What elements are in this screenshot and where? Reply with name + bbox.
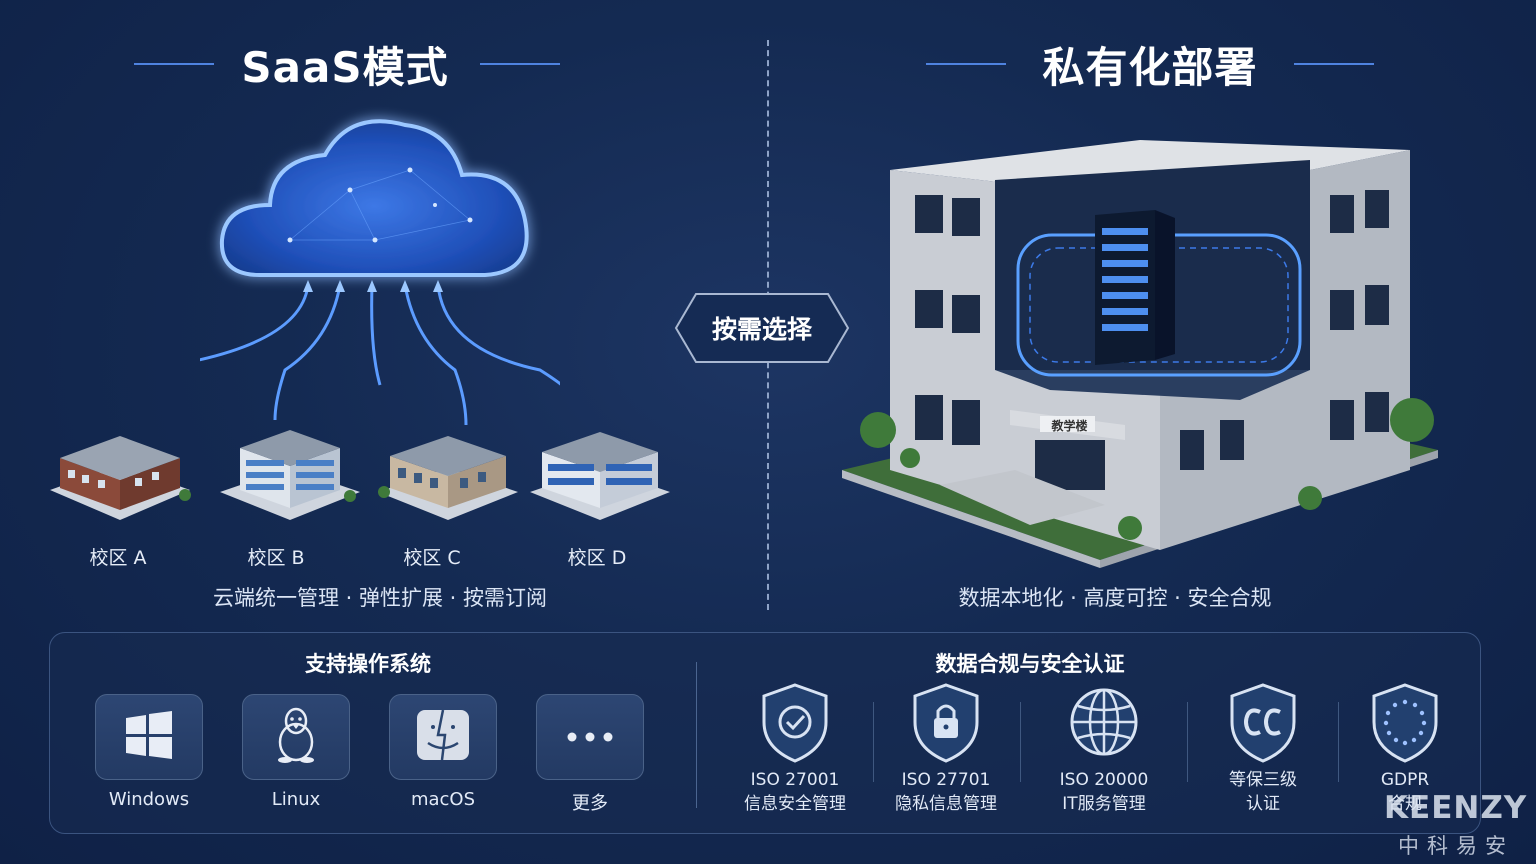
- cert-mlps-level3: 等保三级 认证: [1188, 682, 1338, 822]
- choice-label: 按需选择: [711, 315, 812, 344]
- private-building-illustration: [840, 140, 1440, 570]
- cert-iso27001-desc: 信息安全管理: [744, 794, 846, 814]
- choice-badge: 按需选择: [674, 292, 850, 364]
- right-title-line-right: [1294, 63, 1374, 65]
- campus-d-label: 校区 D: [567, 547, 627, 569]
- cert-gdpr-desc: 合规: [1388, 794, 1422, 814]
- cert-separator: [1338, 702, 1339, 782]
- cert-iso20000-code: ISO 20000: [1059, 770, 1149, 790]
- os-label-more: 更多: [572, 793, 608, 814]
- cert-panel-title: 数据合规与安全认证: [935, 652, 1125, 676]
- os-label-macos: macOS: [410, 789, 476, 810]
- bottom-panel-divider: [696, 662, 697, 808]
- campus-a-label: 校区 A: [89, 547, 147, 569]
- lock-shield-icon: [911, 682, 981, 764]
- shield-check-icon: [760, 682, 830, 764]
- cloud-illustration: [128, 100, 590, 440]
- campus-c-building: [368, 420, 528, 530]
- cert-iso27701: ISO 27701 隐私信息管理: [871, 682, 1021, 822]
- cert-iso27001: ISO 27001 信息安全管理: [720, 682, 870, 822]
- cert-gdpr: GDPR 合规: [1330, 682, 1480, 822]
- campus-d-building: [520, 420, 680, 530]
- cert-iso27001-code: ISO 27001: [750, 770, 840, 790]
- cert-iso27701-desc: 隐私信息管理: [895, 794, 997, 814]
- saas-title: SaaS模式: [241, 42, 449, 92]
- cert-mlps-desc: 认证: [1246, 794, 1280, 814]
- os-card-windows[interactable]: [95, 694, 203, 780]
- cert-separator: [873, 702, 874, 782]
- os-label-windows: Windows: [108, 789, 190, 810]
- campus-c-label: 校区 C: [403, 547, 461, 569]
- os-label-linux: Linux: [271, 789, 321, 810]
- eu-stars-shield-icon: [1370, 682, 1440, 764]
- logo-english: KEENZY: [1384, 790, 1528, 826]
- globe-icon: [1069, 682, 1139, 764]
- cert-iso27701-code: ISO 27701: [901, 770, 991, 790]
- private-features: 数据本地化 · 高度可控 · 安全合规: [958, 586, 1272, 610]
- os-card-more[interactable]: [536, 694, 644, 780]
- more-icon: [565, 728, 615, 747]
- campus-b-building: [210, 420, 370, 530]
- os-card-linux[interactable]: [242, 694, 350, 780]
- os-card-macos[interactable]: [389, 694, 497, 780]
- cert-separator: [1020, 702, 1021, 782]
- cert-mlps-code: 等保三级: [1229, 770, 1297, 790]
- company-logo: KEENZY 中科易安: [1384, 790, 1534, 860]
- linux-icon: [271, 706, 321, 768]
- windows-icon: [124, 710, 174, 764]
- os-panel-title: 支持操作系统: [305, 652, 431, 676]
- left-title-line-left: [134, 63, 214, 65]
- private-deploy-title: 私有化部署: [1042, 42, 1258, 92]
- cert-iso20000-desc: IT服务管理: [1062, 794, 1146, 814]
- building-sign: 教学楼: [1051, 419, 1088, 433]
- cc-shield-icon: [1228, 682, 1298, 764]
- logo-chinese: 中科易安: [1398, 834, 1514, 858]
- right-title-line-left: [926, 63, 1006, 65]
- campus-b-label: 校区 B: [247, 547, 305, 569]
- cert-iso20000: ISO 20000 IT服务管理: [1029, 682, 1179, 822]
- left-title-line-right: [480, 63, 560, 65]
- campus-a-building: [40, 420, 200, 530]
- cert-gdpr-code: GDPR: [1380, 770, 1430, 790]
- macos-icon: [416, 709, 470, 765]
- saas-features: 云端统一管理 · 弹性扩展 · 按需订阅: [212, 586, 548, 610]
- cert-separator: [1187, 702, 1188, 782]
